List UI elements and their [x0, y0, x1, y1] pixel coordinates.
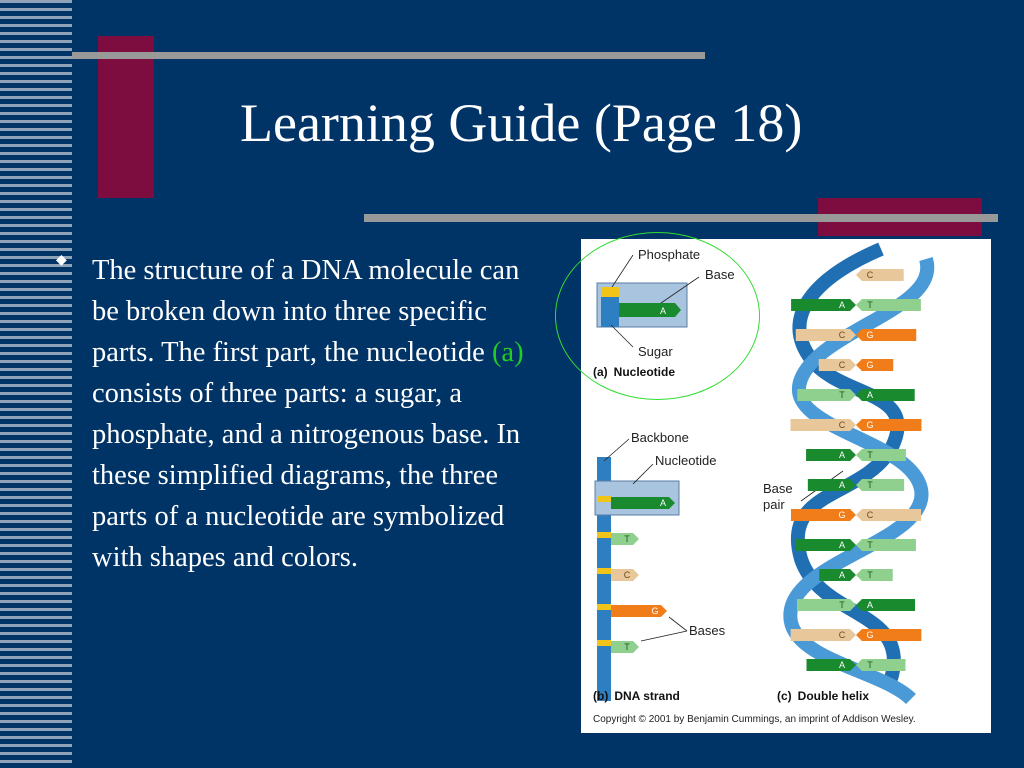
helix-base-t — [856, 479, 905, 491]
backbone-label: Backbone — [631, 430, 689, 445]
dna-strand-diagram: Backbone Nucleotide Bases (b)DNA strand … — [593, 430, 726, 703]
svg-text:(b)DNA strand: (b) DNA strand — [593, 689, 680, 703]
helix-base-letter: C — [867, 270, 874, 280]
bullet-text: The structure of a DNA molecule can be b… — [92, 250, 552, 578]
helix-base-t — [796, 599, 856, 611]
nucleotide-pointer — [632, 463, 654, 485]
caption-b-letter: (b) — [593, 689, 608, 703]
helix-base-letter: T — [867, 480, 873, 490]
dna-figure-canvas: A Phosphate Base Sugar (a)Nucleotide Bac… — [593, 242, 935, 725]
helix-base-c — [856, 269, 904, 281]
helix-base-c — [790, 419, 856, 431]
helix-base-a — [806, 449, 856, 461]
helix-base-letter: C — [839, 360, 846, 370]
helix-base-t — [856, 539, 916, 551]
helix-base-a — [819, 569, 856, 581]
base-pair-label-line-1: Base — [763, 481, 793, 496]
strand-base-a — [611, 497, 675, 509]
base-pair-label-line-2: pair — [763, 497, 785, 512]
helix-base-a — [856, 389, 915, 401]
strand-base-g — [611, 605, 667, 617]
helix-base-t — [856, 449, 906, 461]
bullet-text-part-2: consists of three parts: a sugar, a phos… — [92, 378, 521, 573]
strand-base-letter: T — [624, 534, 630, 544]
helix-base-letter: C — [839, 630, 846, 640]
strand-base-t — [611, 533, 639, 545]
caption-c-text: Double helix — [798, 689, 870, 703]
title-accent-block — [98, 36, 154, 198]
helix-base-t — [797, 389, 856, 401]
helix-base-letter: G — [866, 630, 873, 640]
double-helix-diagram: Base pair (c) Double helix C A T C G C G T A C G A T A… — [763, 242, 935, 705]
helix-base-t — [856, 299, 921, 311]
helix-base-letter: A — [839, 540, 845, 550]
helix-base-letter: A — [839, 570, 845, 580]
copyright-text: Copyright © 2001 by Benjamin Cummings, a… — [593, 714, 916, 725]
helix-base-letter: T — [867, 300, 873, 310]
title-rule-top — [72, 52, 705, 59]
helix-base-a — [791, 299, 856, 311]
diamond-bullet-icon: ◆ — [56, 253, 67, 268]
helix-base-letter: G — [866, 330, 873, 340]
helix-base-letter: A — [839, 480, 845, 490]
helix-base-letter: G — [866, 360, 873, 370]
helix-base-letter: A — [839, 660, 845, 670]
helix-base-g — [790, 509, 856, 521]
helix-base-letter: G — [866, 420, 873, 430]
strand-base-letter: G — [651, 606, 658, 616]
helix-base-letter: T — [839, 390, 845, 400]
bases-label: Bases — [689, 623, 726, 638]
helix-base-a — [856, 599, 916, 611]
bases-pointer-2 — [640, 630, 688, 642]
helix-base-t — [856, 569, 893, 581]
strand-phosphate — [597, 496, 611, 502]
strand-phosphate — [597, 532, 611, 538]
helix-base-letter: T — [867, 540, 873, 550]
svg-text:(c)Double helix: (c) Double helix — [777, 689, 869, 703]
helix-base-c — [856, 509, 922, 521]
bases-pointer-1 — [668, 616, 688, 632]
strand-phosphate — [597, 604, 611, 610]
strand-base-c — [611, 569, 639, 581]
helix-base-letter: G — [838, 510, 845, 520]
helix-base-g — [856, 329, 917, 341]
strand-base-letter: C — [624, 570, 631, 580]
helix-base-letter: A — [839, 450, 845, 460]
helix-base-g — [856, 419, 922, 431]
helix-base-letter: A — [867, 600, 873, 610]
helix-base-letter: C — [867, 510, 874, 520]
strand-base-letter: T — [624, 642, 630, 652]
helix-base-a — [807, 479, 856, 491]
helix-base-c — [795, 329, 856, 341]
helix-base-letter: T — [867, 660, 873, 670]
slide-title: Learning Guide (Page 18) — [240, 93, 803, 153]
strand-nucleotide-label: Nucleotide — [655, 453, 716, 468]
helix-base-c — [790, 629, 856, 641]
helix-base-letter: C — [839, 330, 846, 340]
nucleotide-highlight-ring — [555, 232, 760, 400]
strand-base-t — [611, 641, 639, 653]
helix-base-g — [856, 629, 922, 641]
helix-base-c — [818, 359, 856, 371]
bullet-highlight: (a) — [491, 337, 524, 368]
caption-b-text: DNA strand — [614, 689, 680, 703]
helix-base-letter: A — [839, 300, 845, 310]
helix-base-letter: T — [839, 600, 845, 610]
backbone-pointer — [603, 438, 630, 462]
bullet-text-part-1: The structure of a DNA molecule can be b… — [92, 255, 520, 368]
strand-phosphate — [597, 568, 611, 574]
helix-base-a — [796, 539, 856, 551]
helix-base-letter: A — [867, 390, 873, 400]
helix-base-t — [856, 659, 906, 671]
title-rule-bottom — [364, 214, 998, 222]
helix-base-letter: T — [867, 450, 873, 460]
left-stripe-decoration — [0, 0, 72, 768]
strand-base-letter: A — [660, 498, 666, 508]
strand-phosphate — [597, 640, 611, 646]
helix-base-a — [806, 659, 856, 671]
helix-base-letter: T — [867, 570, 873, 580]
helix-base-g — [856, 359, 894, 371]
helix-base-letter: C — [839, 420, 846, 430]
caption-c-letter: (c) — [777, 689, 792, 703]
